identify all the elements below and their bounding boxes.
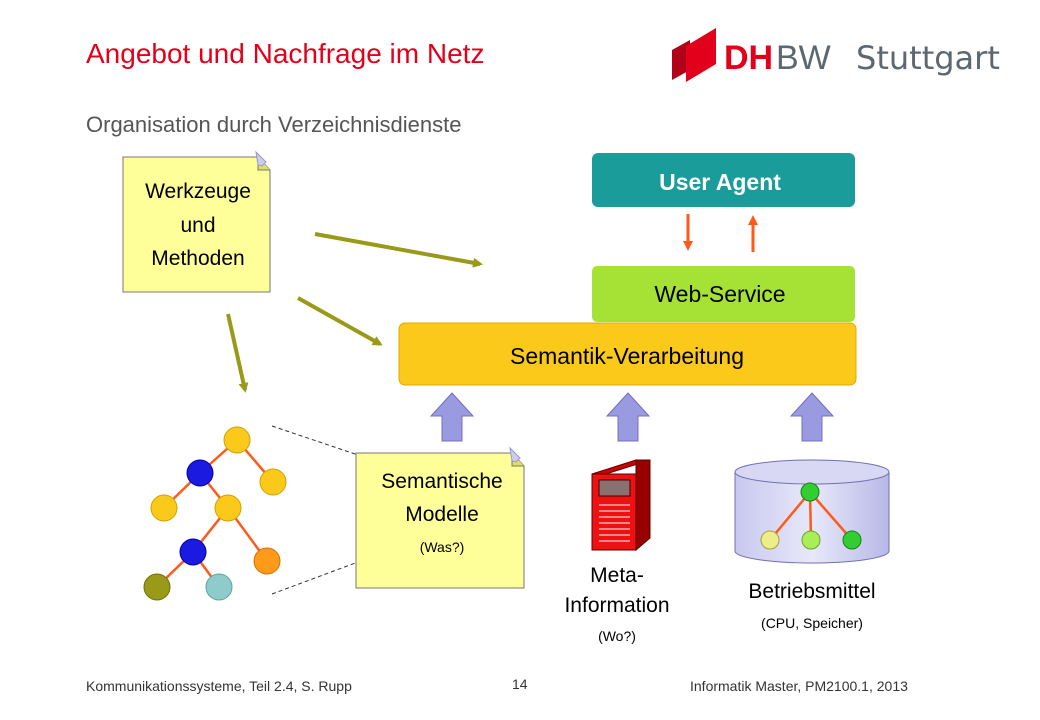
dashed-connector-top	[271, 425, 359, 456]
note-models-sub: (Was?)	[420, 539, 465, 555]
note-tools-line2: und	[180, 214, 215, 237]
logo-text-bw: BW	[776, 39, 831, 77]
meta-sub: (Wo?)	[598, 628, 636, 644]
meta-label-line2: Information	[564, 594, 669, 617]
resources-sub: (CPU, Speicher)	[761, 615, 863, 631]
tree-node-root	[223, 426, 251, 454]
arrow-tools-to-semantic	[297, 296, 383, 346]
tree-node	[205, 573, 233, 601]
logo-text-dh: DH	[724, 39, 773, 77]
footer-page-number: 14	[512, 676, 528, 692]
tree-node	[143, 573, 171, 601]
footer-program: Informatik Master, PM2100.1, 2013	[690, 678, 908, 694]
box-user-agent: User Agent	[592, 153, 855, 207]
slide-title: Angebot und Nachfrage im Netz	[86, 38, 485, 69]
server-icon	[591, 459, 651, 552]
block-arrow-models	[429, 392, 475, 442]
footer-course: Kommunikationssysteme, Teil 2.4, S. Rupp	[86, 678, 352, 694]
arrow-tools-to-tree	[226, 313, 249, 393]
semantic-tree	[143, 426, 287, 601]
meta-label-line1: Meta-	[590, 564, 644, 587]
tree-node	[259, 468, 287, 496]
dashed-connector-bottom	[271, 561, 359, 595]
box-web-service: Web-Service	[592, 266, 855, 322]
note-tools-methods: Werkzeuge und Methoden	[122, 150, 271, 293]
logo-text-city: Stuttgart	[856, 39, 1000, 77]
tree-node	[179, 538, 207, 566]
dhbw-logo: DH BW Stuttgart	[672, 28, 1000, 82]
resources-label: Betriebsmittel	[748, 580, 875, 603]
logo-mark-front	[686, 28, 716, 82]
tree-node	[214, 494, 242, 522]
note-models-line1: Semantische	[381, 470, 502, 493]
note-semantic-models: Semantische Modelle (Was?)	[355, 446, 525, 589]
box-semantic-label: Semantik-Verarbeitung	[510, 343, 744, 369]
note-tools-line3: Methoden	[151, 247, 244, 270]
box-user-agent-label: User Agent	[659, 169, 781, 195]
arrow-tools-to-webservice	[314, 232, 483, 268]
note-models-line2: Modelle	[405, 503, 479, 526]
logo-mark-back	[672, 40, 690, 80]
tree-node	[150, 494, 178, 522]
tree-node	[186, 459, 214, 487]
box-semantic-processing: Semantik-Verarbeitung	[398, 322, 857, 386]
resources-cylinder	[734, 459, 890, 564]
note-tools-line1: Werkzeuge	[145, 180, 251, 203]
slide-subtitle: Organisation durch Verzeichnisdienste	[86, 112, 462, 137]
block-arrow-resources	[789, 392, 835, 442]
block-arrow-meta	[605, 392, 651, 442]
box-web-service-label: Web-Service	[654, 281, 785, 307]
tree-node	[253, 547, 281, 575]
